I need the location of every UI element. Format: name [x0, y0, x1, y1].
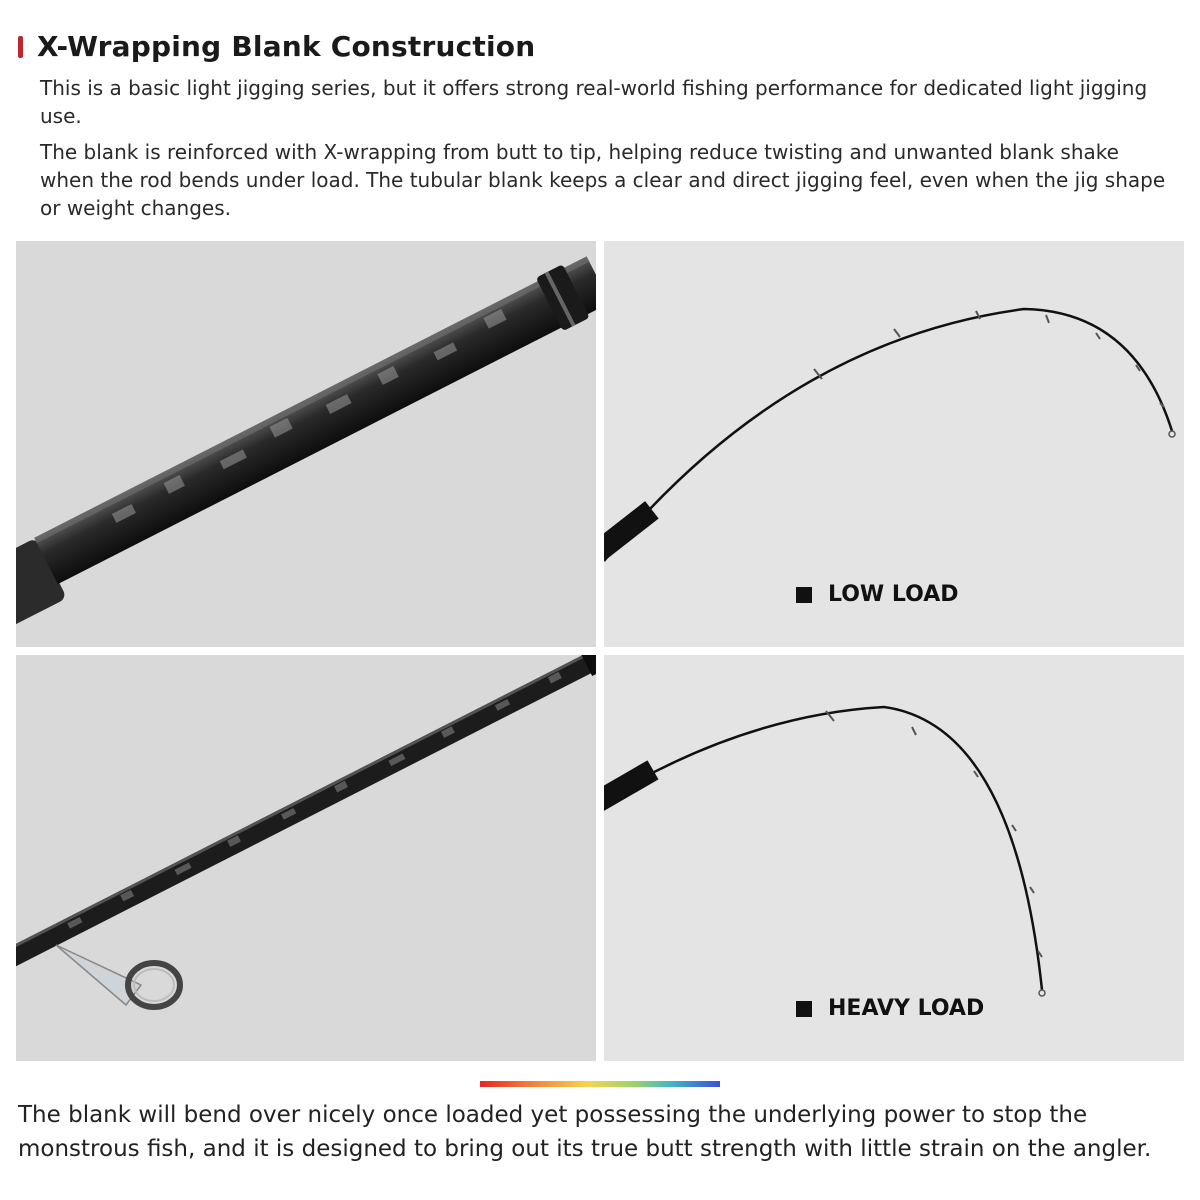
bullet-square-icon — [796, 586, 812, 603]
gradient-divider — [480, 1081, 720, 1087]
intro-paragraph-1: This is a basic light jigging series, bu… — [40, 76, 1148, 128]
heavy-load-image: HEAVY LOAD — [604, 655, 1184, 1061]
blank-guide-image — [16, 655, 596, 1061]
intro-text: This is a basic light jigging series, bu… — [40, 74, 1170, 230]
page-title: X-Wrapping Blank Construction — [37, 30, 536, 63]
intro-paragraph-2: The blank is reinforced with X-wrapping … — [40, 140, 1166, 220]
bullet-square-icon — [796, 1000, 812, 1017]
low-load-text: LOW LOAD — [828, 582, 959, 607]
heavy-load-label: HEAVY LOAD — [796, 996, 984, 1021]
accent-bar — [18, 35, 23, 58]
low-load-label: LOW LOAD — [796, 582, 959, 607]
low-load-image: LOW LOAD — [604, 241, 1184, 647]
footer-text: The blank will bend over nicely once loa… — [18, 1102, 1152, 1162]
section-header: X-Wrapping Blank Construction — [18, 30, 535, 63]
butt-closeup-image — [16, 241, 596, 647]
heavy-load-text: HEAVY LOAD — [828, 996, 985, 1021]
